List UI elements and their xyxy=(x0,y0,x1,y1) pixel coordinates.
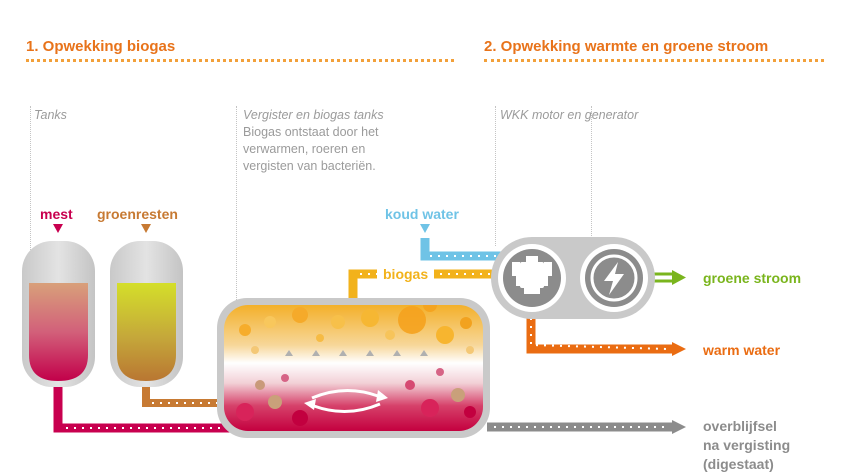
label-groene-stroom: groene stroom xyxy=(703,270,802,286)
label-digestate-line: na vergisting xyxy=(703,437,791,453)
label-biogas: biogas xyxy=(377,265,435,283)
pipe-arrow-icon xyxy=(672,270,686,285)
caption-digester-line: Biogas ontstaat door het xyxy=(243,125,379,139)
cable-groene-stroom xyxy=(650,270,686,285)
pipe-groenresten xyxy=(142,386,232,407)
guide-line-chp-left xyxy=(495,106,496,246)
caption-tanks: Tanks xyxy=(34,107,67,124)
digester-tank xyxy=(217,298,490,438)
lightning-icon xyxy=(590,254,638,302)
caption-digester-title: Vergister en biogas tanks xyxy=(243,108,384,122)
arrow-down-icon xyxy=(420,224,430,233)
arrow-down-icon xyxy=(53,224,63,233)
tank-groenresten xyxy=(110,241,183,387)
label-koud-water: koud water xyxy=(385,206,459,222)
caption-chp: WKK motor en generator xyxy=(500,107,638,124)
pipe-arrow-icon xyxy=(672,342,686,356)
pipe-arrow-icon xyxy=(672,420,686,434)
guide-line-digester xyxy=(236,106,237,306)
section-title-power: 2. Opwekking warmte en groene stroom xyxy=(484,38,769,55)
label-mest: mest xyxy=(40,206,73,222)
pipe-flow-dots xyxy=(66,255,669,429)
section-divider-power xyxy=(484,59,824,62)
section-divider-biogas xyxy=(26,59,454,62)
pipe-digestate xyxy=(487,420,686,434)
caption-digester-line: verwarmen, roeren en xyxy=(243,142,366,156)
label-warm-water: warm water xyxy=(703,342,781,358)
caption-chp-text: WKK motor en generator xyxy=(500,108,639,122)
label-digestate-line: overblijfsel xyxy=(703,418,777,434)
section-title-biogas: 1. Opwekking biogas xyxy=(26,38,176,55)
caption-digester: Vergister en biogas tanks Biogas ontstaa… xyxy=(243,107,384,175)
guide-line-chp-right xyxy=(591,106,592,246)
pipe-biogas xyxy=(348,269,500,300)
digester-bubbles xyxy=(236,305,476,426)
caption-digester-line: vergisten van bacteriën. xyxy=(243,159,376,173)
label-digestate-line: (digestaat) xyxy=(703,456,774,472)
label-groenresten: groenresten xyxy=(97,206,178,222)
caption-tanks-text: Tanks xyxy=(34,108,67,122)
digester-level-markers xyxy=(285,350,428,356)
tank-mest xyxy=(22,241,95,387)
guide-line-tanks xyxy=(30,106,31,256)
engine-icon xyxy=(512,256,552,294)
pipe-koud-water xyxy=(420,238,505,261)
label-digestate: overblijfsel na vergisting (digestaat) xyxy=(703,417,790,474)
stir-arrows-icon xyxy=(304,388,388,414)
arrow-down-icon xyxy=(141,224,151,233)
chp-unit xyxy=(491,237,655,319)
pipe-mest xyxy=(53,385,232,433)
